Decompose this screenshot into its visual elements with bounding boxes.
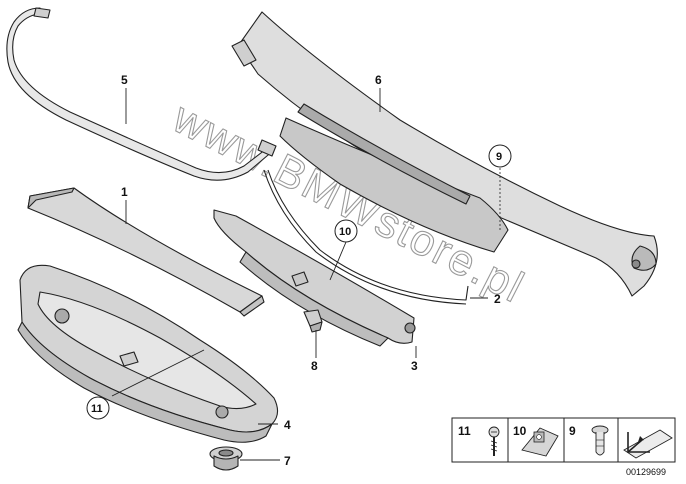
push-rivet-icon bbox=[591, 425, 609, 456]
fastener-legend: 11 10 9 bbox=[451, 417, 676, 463]
part-7-grommet[interactable] bbox=[209, 446, 243, 471]
leader-lines bbox=[111, 88, 501, 461]
part-1-cover-strip[interactable] bbox=[27, 187, 265, 317]
callout-1: 1 bbox=[121, 185, 128, 199]
svg-text:11: 11 bbox=[91, 403, 103, 415]
callout-8: 8 bbox=[311, 359, 318, 373]
callout-6: 6 bbox=[375, 73, 382, 87]
nut-clip-icon bbox=[521, 427, 559, 457]
part-6-cowl-cover[interactable] bbox=[231, 11, 658, 297]
callout-9-circled: 9 bbox=[488, 144, 512, 168]
arrow-sheet-icon bbox=[623, 429, 673, 459]
part-2-wire-frame[interactable] bbox=[263, 169, 469, 305]
legend-item-11: 11 bbox=[458, 424, 500, 456]
callout-11-circled: 11 bbox=[86, 396, 110, 420]
screw-icon bbox=[488, 426, 500, 456]
svg-text:10: 10 bbox=[513, 424, 527, 438]
part-8-clip[interactable] bbox=[303, 309, 323, 333]
svg-text:10: 10 bbox=[339, 226, 351, 238]
legend-item-10: 10 bbox=[513, 424, 559, 457]
svg-text:11: 11 bbox=[458, 424, 471, 438]
part-4-lower-housing[interactable] bbox=[17, 264, 279, 443]
document-number: 00129699 bbox=[626, 467, 666, 477]
callout-4: 4 bbox=[284, 418, 291, 432]
callout-10-circled: 10 bbox=[334, 219, 358, 243]
svg-text:9: 9 bbox=[569, 424, 576, 438]
part-3-bracket[interactable] bbox=[213, 209, 416, 347]
legend-item-9: 9 bbox=[569, 424, 609, 456]
callout-7: 7 bbox=[284, 454, 291, 468]
callout-2: 2 bbox=[494, 292, 501, 306]
callout-3: 3 bbox=[411, 359, 418, 373]
svg-text:9: 9 bbox=[496, 151, 502, 163]
part-5-seal-strip[interactable] bbox=[6, 7, 277, 181]
callout-5: 5 bbox=[121, 73, 128, 87]
